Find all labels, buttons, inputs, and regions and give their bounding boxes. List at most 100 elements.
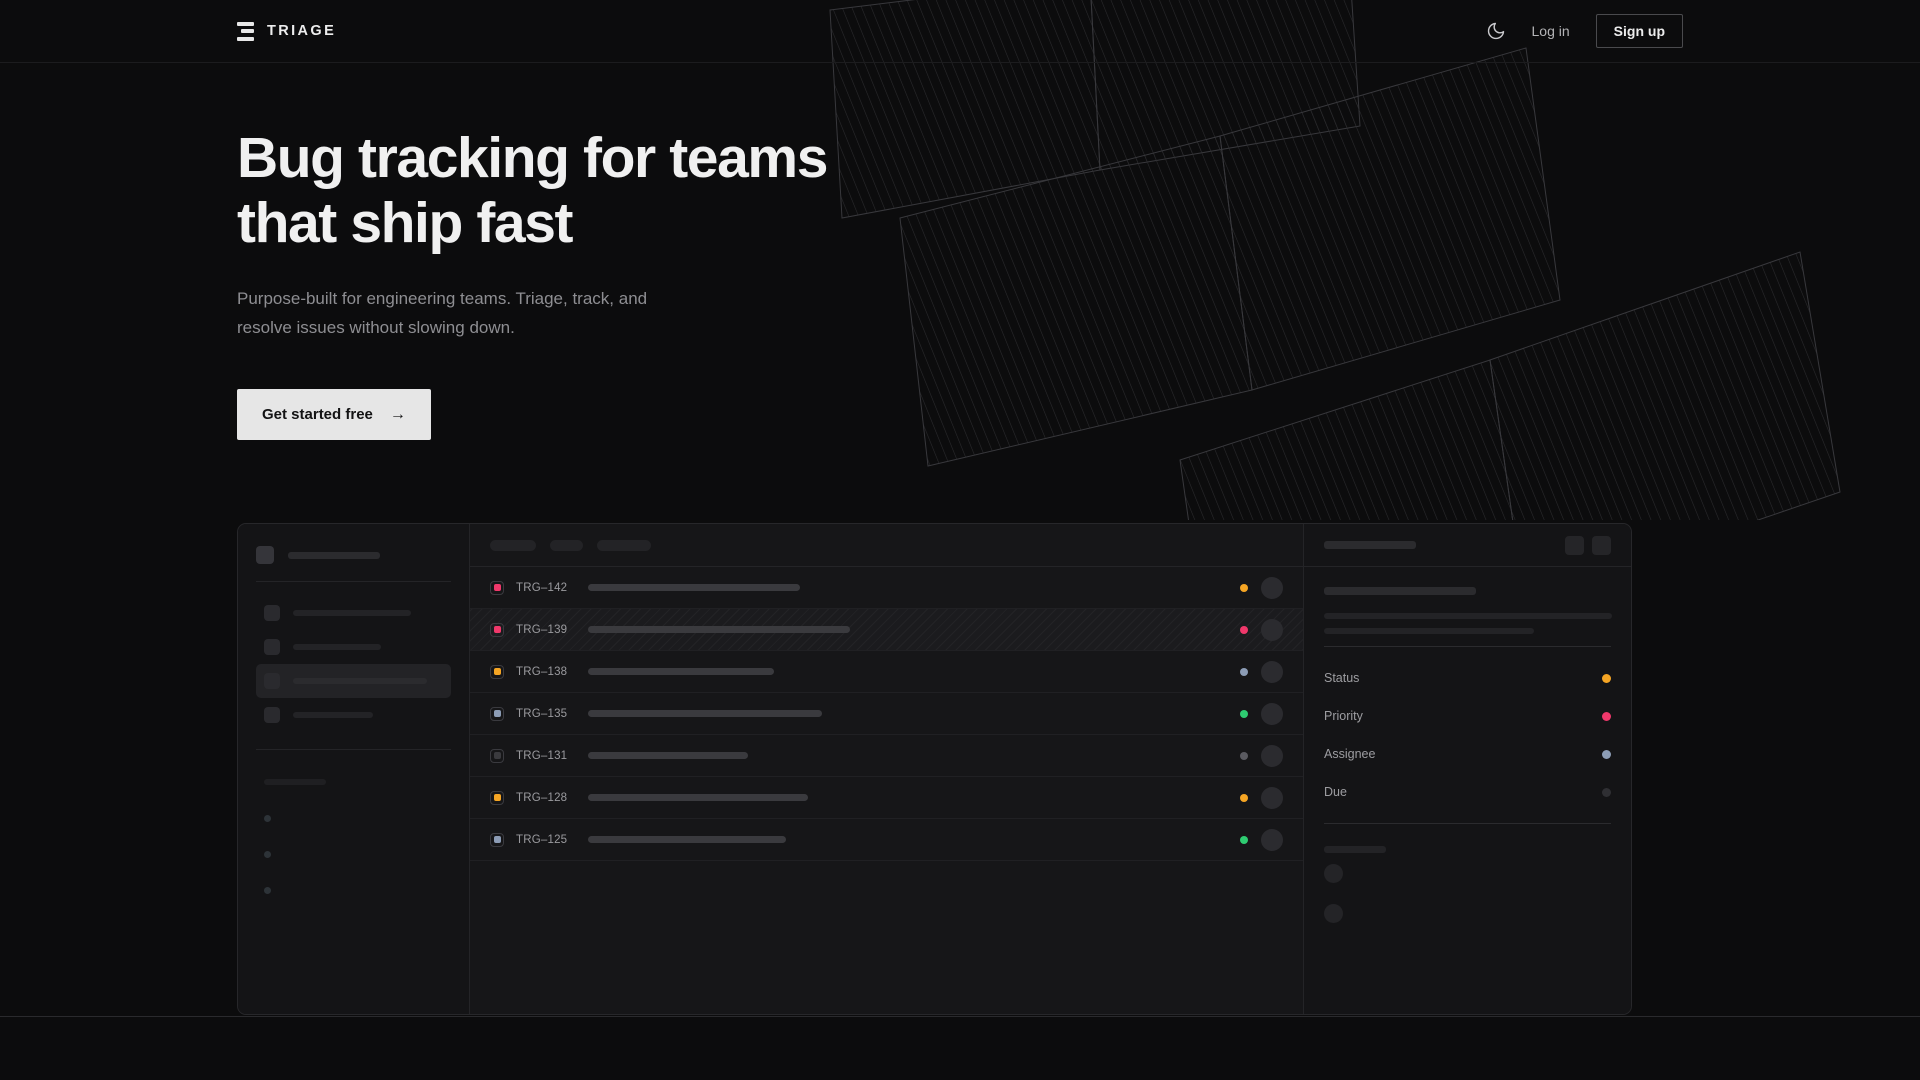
issue-title-placeholder <box>588 836 786 843</box>
filter-chip-3[interactable] <box>597 539 651 551</box>
issue-title-placeholder <box>588 752 748 759</box>
sidebar-sub-items <box>256 800 451 908</box>
detail-action-1-button[interactable] <box>1565 535 1584 555</box>
assignee-avatar[interactable] <box>1261 702 1283 725</box>
hero-subtext: Purpose-built for engineering teams. Tri… <box>237 284 717 342</box>
sidebar-item-label <box>293 644 381 650</box>
table-row[interactable]: TRG–131 <box>470 735 1303 777</box>
detail-line-1 <box>1324 587 1476 595</box>
meta-row-status[interactable]: Status <box>1324 659 1611 697</box>
sidebar-item-label <box>293 610 411 616</box>
issue-title-placeholder <box>588 626 850 633</box>
issue-id: TRG–139 <box>516 623 568 636</box>
assignee-avatar[interactable] <box>1261 786 1283 809</box>
brand-logo[interactable]: TRIAGE <box>237 21 337 41</box>
get-started-button[interactable]: Get started free → <box>237 389 431 441</box>
mock-sidebar <box>238 524 470 1014</box>
priority-dot <box>1240 583 1248 592</box>
issue-type-badge <box>490 622 504 637</box>
sidebar-item-4[interactable] <box>256 698 451 732</box>
detail-divider-2 <box>1324 823 1611 824</box>
table-row[interactable]: TRG–135 <box>470 693 1303 735</box>
priority-dot <box>1240 625 1248 634</box>
assignee-avatar[interactable] <box>1261 618 1283 641</box>
sidebar-item-2[interactable] <box>256 630 451 664</box>
issue-id: TRG–125 <box>516 833 568 846</box>
sidebar-item-1[interactable] <box>256 596 451 630</box>
priority-dot <box>1240 667 1248 676</box>
sidebar-sub-item-2[interactable] <box>256 836 451 872</box>
sidebar-sub-dot-icon <box>264 886 271 894</box>
issue-type-badge <box>490 832 504 847</box>
meta-value-dot <box>1602 711 1611 721</box>
sidebar-divider-bottom <box>256 749 451 750</box>
issue-title-placeholder <box>588 668 774 675</box>
sidebar-sub-item-3[interactable] <box>256 872 451 908</box>
issue-id: TRG–135 <box>516 707 568 720</box>
issue-type-badge <box>490 664 504 679</box>
detail-divider-1 <box>1324 646 1611 647</box>
detail-line-2 <box>1324 613 1612 619</box>
assignee-avatar[interactable] <box>1261 744 1283 767</box>
detail-title-placeholder <box>1324 541 1416 549</box>
meta-value-dot <box>1602 673 1611 683</box>
arrow-right-icon: → <box>389 405 406 423</box>
table-row[interactable]: TRG–128 <box>470 777 1303 819</box>
heading-line-2: that ship fast <box>237 190 573 255</box>
login-link[interactable]: Log in <box>1531 23 1570 39</box>
assignee-avatar[interactable] <box>1261 576 1283 599</box>
meta-label: Priority <box>1324 709 1363 723</box>
filter-chip-2[interactable] <box>550 539 583 551</box>
sidebar-item-icon <box>264 673 280 689</box>
hero-section: Bug tracking for teams that ship fast Pu… <box>0 63 1920 441</box>
meta-value-dot <box>1602 749 1611 759</box>
detail-text-placeholders <box>1324 587 1612 634</box>
workspace-avatar <box>256 546 274 564</box>
signup-button[interactable]: Sign up <box>1595 14 1683 48</box>
issue-id: TRG–138 <box>516 665 568 678</box>
comment-item-1 <box>1324 853 1611 893</box>
subtext-line-1: Purpose-built for engineering teams. Tri… <box>237 288 648 308</box>
brand-name: TRIAGE <box>267 23 337 39</box>
comments-label-placeholder <box>1324 846 1386 853</box>
sidebar-item-3[interactable] <box>256 664 451 698</box>
table-row[interactable]: TRG–138 <box>470 651 1303 693</box>
sidebar-sub-dot-icon <box>264 814 271 822</box>
priority-dot <box>1240 751 1248 760</box>
issue-type-badge <box>490 790 504 805</box>
sidebar-item-icon <box>264 639 280 655</box>
assignee-avatar[interactable] <box>1261 828 1283 851</box>
sidebar-nav <box>256 596 451 732</box>
page-title: Bug tracking for teams that ship fast <box>237 126 937 256</box>
detail-action-2-button[interactable] <box>1592 535 1611 555</box>
sidebar-section-label <box>256 764 451 800</box>
priority-dot <box>1240 835 1248 844</box>
moon-icon[interactable] <box>1486 21 1506 41</box>
table-row[interactable]: TRG–139 <box>470 609 1303 651</box>
comment-avatar <box>1324 903 1343 923</box>
workspace-name-placeholder <box>288 551 380 559</box>
sidebar-sub-item-1[interactable] <box>256 800 451 836</box>
detail-line-3 <box>1324 628 1534 634</box>
list-filter-bar <box>470 524 1303 567</box>
sidebar-item-icon <box>264 605 280 621</box>
detail-header <box>1304 524 1631 567</box>
meta-label: Assignee <box>1324 747 1376 761</box>
filter-chip-1[interactable] <box>490 539 536 551</box>
issue-id: TRG–131 <box>516 749 568 762</box>
meta-label: Status <box>1324 671 1360 685</box>
workspace-switcher[interactable] <box>256 546 451 564</box>
assignee-avatar[interactable] <box>1261 660 1283 683</box>
detail-comments <box>1324 853 1611 933</box>
meta-row-priority[interactable]: Priority <box>1324 697 1611 735</box>
table-row[interactable]: TRG–125 <box>470 819 1303 861</box>
table-row[interactable]: TRG–142 <box>470 567 1303 609</box>
issue-title-placeholder <box>588 794 808 801</box>
meta-row-assignee[interactable]: Assignee <box>1324 735 1611 773</box>
meta-row-due[interactable]: Due <box>1324 773 1611 811</box>
